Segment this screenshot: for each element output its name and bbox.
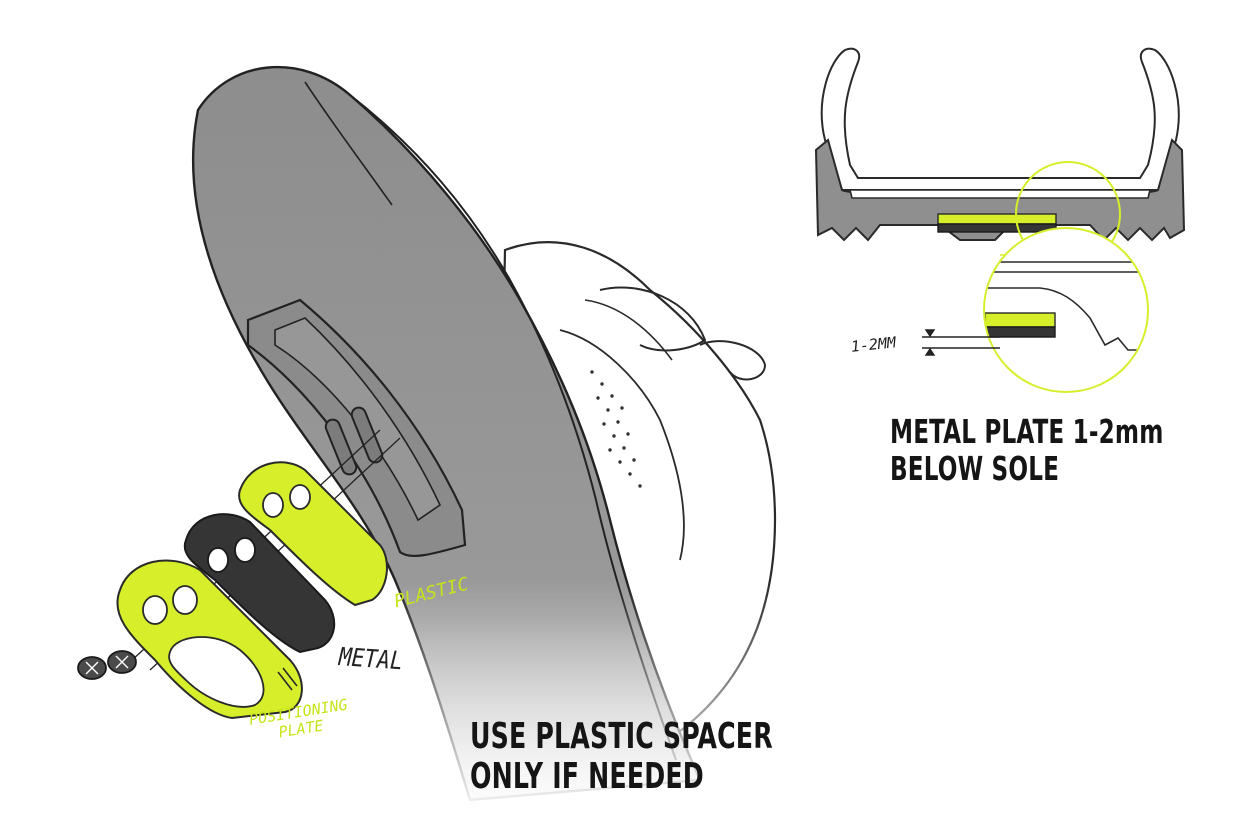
cleat-exploded-view (77, 429, 401, 720)
gap-dimension-marks (922, 329, 1000, 356)
sole-cross-section (814, 47, 1186, 267)
spacer-caption-line2: ONLY IF NEEDED (470, 756, 704, 798)
spacer-caption-line1: USE PLASTIC SPACER (470, 716, 773, 757)
plastic-spacer (238, 461, 388, 607)
shoe-perforations (590, 370, 642, 488)
shoe-panel-inner (584, 299, 673, 361)
cross-section-insole (848, 189, 1152, 199)
sole-inner-line (304, 81, 393, 206)
metal-plate-caption-line2: BELOW SOLE (890, 448, 1060, 488)
positioning-plate (116, 559, 303, 720)
metal-plate (183, 513, 336, 654)
shoe-fade (380, 580, 800, 820)
metal-plate-caption: METAL PLATE 1-2mm BELOW SOLE (890, 412, 1164, 488)
shoe-panel (559, 329, 685, 561)
cross-section-upper (820, 47, 1180, 191)
zoom-detail (922, 227, 1149, 393)
shoe-lace-loop (699, 340, 767, 381)
cross-section-dark-plate (937, 223, 1057, 233)
metal-label: METAL (337, 642, 404, 676)
shoe-illustration (191, 65, 800, 820)
cross-section-lime-plate (937, 213, 1057, 225)
cleat-bolts (77, 650, 137, 680)
spacer-caption: USE PLASTIC SPACER ONLY IF NEEDED (470, 716, 773, 798)
metal-plate-caption-line1: METAL PLATE 1-2mm (890, 412, 1164, 451)
cleat-slots (324, 406, 384, 476)
